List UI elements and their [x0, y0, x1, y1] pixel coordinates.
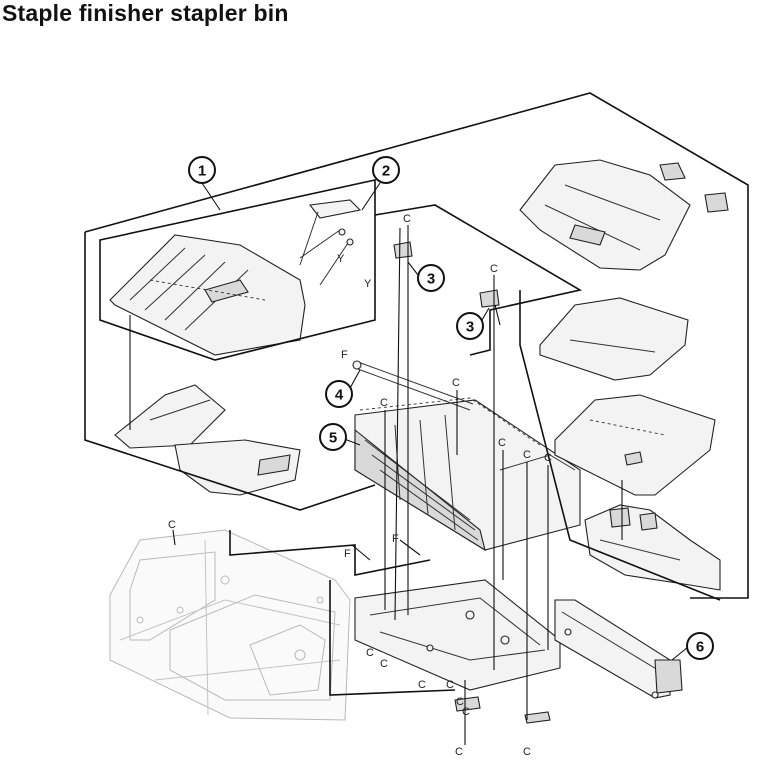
connector-letters: C C C C C C C C C C C C C C C C F F F Y …	[168, 213, 552, 758]
letter-c: C	[523, 449, 531, 461]
letter-y: Y	[364, 278, 372, 290]
letter-f: F	[344, 548, 351, 560]
letter-c: C	[446, 679, 454, 691]
letter-c: C	[490, 263, 498, 275]
callout-3-upper: 3	[417, 264, 445, 292]
callout-2: 2	[372, 156, 400, 184]
upper-right-tray	[519, 159, 729, 271]
letter-c: C	[380, 658, 388, 670]
callout-6: 6	[686, 632, 714, 660]
middle-right-tray	[539, 297, 689, 381]
bracket-part-3-upper	[393, 241, 413, 259]
assembly-outline	[84, 92, 749, 696]
leader-lines	[129, 182, 689, 745]
letter-c: C	[452, 377, 460, 389]
stapler-bin-part-5	[354, 397, 581, 552]
bottom-right-bracket	[584, 504, 721, 591]
svg-text:6: 6	[696, 639, 704, 656]
letter-c: C	[523, 746, 531, 758]
spring-part-2	[299, 199, 362, 286]
letter-c: C	[168, 519, 176, 531]
svg-text:1: 1	[198, 163, 206, 180]
callout-4: 4	[325, 380, 353, 408]
callout-5: 5	[319, 423, 347, 451]
svg-text:2: 2	[382, 163, 390, 180]
letter-c: C	[498, 437, 506, 449]
letter-c: C	[456, 696, 464, 708]
bracket-part-3-lower	[479, 289, 500, 308]
lower-guide-part-1	[114, 384, 301, 496]
letter-c: C	[380, 397, 388, 409]
letter-c: C	[366, 647, 374, 659]
letter-c: C	[418, 679, 426, 691]
callout-3-lower: 3	[456, 312, 484, 340]
svg-text:4: 4	[335, 387, 344, 404]
lower-right-tray	[554, 394, 716, 496]
letter-y: Y	[337, 253, 345, 265]
svg-text:3: 3	[466, 319, 474, 336]
letter-c: C	[544, 452, 552, 464]
svg-text:3: 3	[427, 271, 435, 288]
letter-c: C	[462, 706, 470, 718]
page-title: Staple finisher stapler bin	[2, 0, 289, 26]
callout-1: 1	[188, 156, 216, 184]
base-plate	[354, 579, 561, 724]
letter-c: C	[403, 213, 411, 225]
letter-c: C	[455, 746, 463, 758]
top-tray-part-1	[109, 234, 306, 356]
shaft-part-4	[352, 360, 474, 411]
side-rail-part-6	[554, 599, 683, 699]
svg-text:5: 5	[329, 430, 337, 447]
letter-f: F	[341, 349, 348, 361]
frame-base-ghost	[109, 529, 351, 721]
letter-f: F	[392, 533, 399, 545]
